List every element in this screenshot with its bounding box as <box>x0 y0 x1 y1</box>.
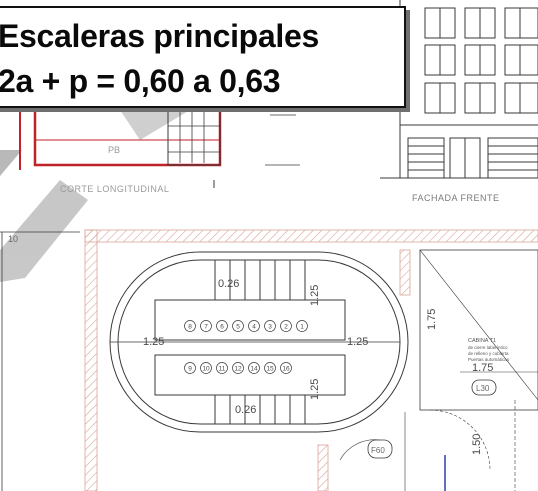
tag-l30: L30 <box>476 384 490 393</box>
step-circle <box>200 320 212 332</box>
step-number: 7 <box>204 324 208 331</box>
step-circle <box>232 320 244 332</box>
step-circle <box>216 320 228 332</box>
stair-dimensions: 0.26 0.26 1.25 1.25 1.25 1.25 <box>143 278 368 416</box>
cabin-line-1: de cierre laberíntico <box>468 345 508 350</box>
step-circle <box>296 320 308 332</box>
step-numbers-top: 8 7 6 5 4 3 2 1 <box>184 320 308 332</box>
step-numbers-bottom: 9 10 11 12 14 15 16 <box>184 362 292 374</box>
step-number: 6 <box>220 324 224 331</box>
step-number: 15 <box>266 366 274 373</box>
step-circle <box>184 362 196 374</box>
section-level-label: PB <box>108 145 120 155</box>
cabin-line-3: Puertas automáticas <box>468 357 510 362</box>
step-number: 4 <box>252 324 256 331</box>
step-number: 11 <box>219 366 226 373</box>
door-f60: F60 <box>339 412 406 491</box>
step-circle <box>232 362 244 374</box>
dim-vertical-bottom: 1.25 <box>309 379 321 400</box>
dim-landing-left: 1.25 <box>143 336 164 348</box>
stair-well <box>109 251 409 433</box>
step-circle <box>216 362 228 374</box>
dim-bottom-run: 0.26 <box>235 404 256 416</box>
side-number: 10 <box>8 234 18 244</box>
dim-bottom-right: 1.50 <box>471 434 483 455</box>
cabin-line-2: de relleno y cubierta <box>468 351 509 356</box>
dim-top-run: 0.26 <box>218 278 239 290</box>
title-box: Escaleras principales 2a + p = 0,60 a 0,… <box>0 6 406 108</box>
step-number: 3 <box>268 324 272 331</box>
step-circle <box>280 320 292 332</box>
step-number: 2 <box>284 324 288 331</box>
step-circle <box>264 362 276 374</box>
section-label: CORTE LONGITUDINAL <box>60 184 169 194</box>
title-line-2: 2a + p = 0,60 a 0,63 <box>0 63 281 99</box>
step-number: 12 <box>234 366 242 373</box>
cabin: 1.75 CABINA T1 de cierre laberíntico de … <box>419 249 538 491</box>
step-number: 14 <box>250 366 258 373</box>
front-facade <box>380 0 538 179</box>
step-number: 5 <box>236 324 240 331</box>
dim-cabin-top: 1.75 <box>426 309 438 330</box>
floor-plan-walls: 10 <box>0 229 538 491</box>
step-circle <box>248 362 260 374</box>
step-circle <box>248 320 260 332</box>
step-circle <box>280 362 292 374</box>
cabin-title: CABINA T1 <box>468 338 496 344</box>
tag-f60: F60 <box>371 446 385 455</box>
step-number: 9 <box>188 366 192 373</box>
longitudinal-section: PB CORTE LONGITUDINAL <box>19 108 300 194</box>
dim-cabin-inner: 1.75 <box>472 362 493 374</box>
step-number: 8 <box>188 324 192 331</box>
dim-vertical-top: 1.25 <box>309 285 321 306</box>
step-number: 1 <box>300 324 304 331</box>
title-line-1: Escaleras principales <box>0 18 320 54</box>
step-circle <box>264 320 276 332</box>
step-circle <box>200 362 212 374</box>
step-number: 10 <box>202 366 210 373</box>
step-number: 16 <box>282 366 290 373</box>
step-circle <box>184 320 196 332</box>
facade-label: FACHADA FRENTE <box>412 193 500 203</box>
dim-landing-right: 1.25 <box>347 336 368 348</box>
